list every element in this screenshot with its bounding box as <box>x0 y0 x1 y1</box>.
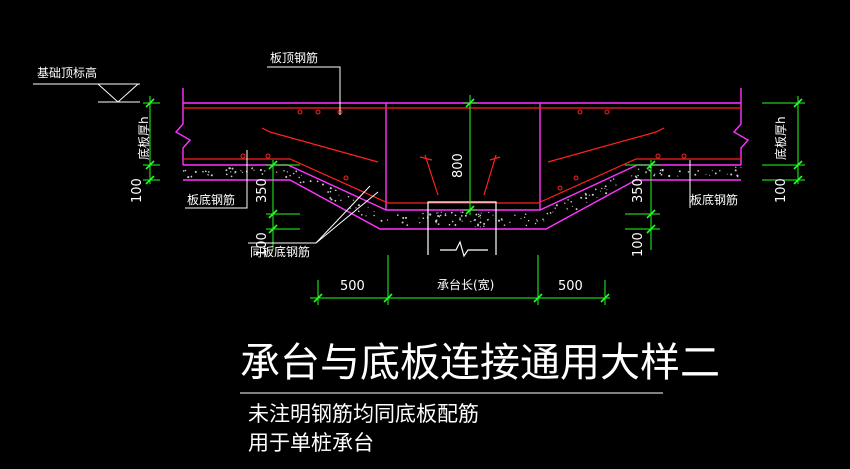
slab-thickness-left-label: 底板厚h <box>136 116 151 160</box>
rebar-lines <box>183 107 741 204</box>
slab-top-rebar-label: 板顶钢筋 <box>270 50 318 65</box>
slab-thickness-right-label: 底板厚h <box>773 116 788 160</box>
dim-left-500: 500 <box>340 279 365 294</box>
drawing-title: 承台与底板连接通用大样二 <box>240 340 720 386</box>
drawing-labels: 板顶钢筋 底板厚h 底板厚h 板底钢筋 板底钢筋 同板底钢筋 承台长(宽) 10… <box>130 50 789 294</box>
dim-right-lower-100: 100 <box>631 232 646 257</box>
dim-left-100: 100 <box>130 178 145 203</box>
dim-right-350: 350 <box>631 178 646 203</box>
title-block: 承台与底板连接通用大样二 未注明钢筋均同底板配筋 用于单桩承台 <box>240 340 720 455</box>
leader-lines <box>185 66 691 244</box>
dim-left-lower-100: 100 <box>255 232 270 257</box>
slab-bottom-rebar-right-label: 板底钢筋 <box>690 192 738 207</box>
foundation-level-label: 基础顶标高 <box>37 65 97 80</box>
dim-right-500: 500 <box>558 279 583 294</box>
pile-stub <box>427 201 497 258</box>
dim-right-100: 100 <box>774 178 789 203</box>
dim-depth-800: 800 <box>451 153 466 178</box>
slab-bottom-rebar-left-label: 板底钢筋 <box>187 192 235 207</box>
same-bottom-rebar-label: 同板底钢筋 <box>250 244 310 259</box>
dimension-ticks <box>145 98 803 303</box>
note-line-2: 用于单桩承台 <box>248 431 374 455</box>
cap-length-label: 承台长(宽) <box>437 277 494 292</box>
rebar-dots <box>240 109 687 191</box>
note-line-1: 未注明钢筋均同底板配筋 <box>248 402 479 426</box>
foundation-level-marker: 基础顶标高 <box>33 65 140 103</box>
dim-left-350: 350 <box>255 178 270 203</box>
